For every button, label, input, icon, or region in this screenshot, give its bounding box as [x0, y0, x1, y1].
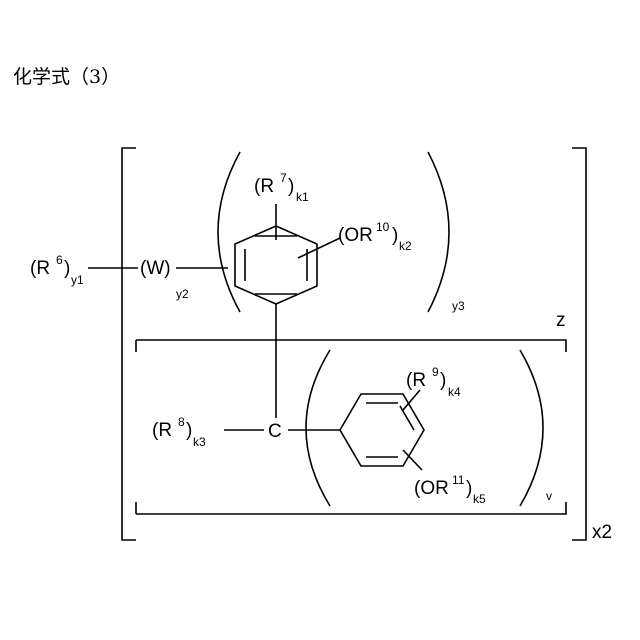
- or11-close: ): [466, 478, 472, 499]
- r8-label: (R: [152, 420, 172, 441]
- r7-label: (R: [254, 176, 274, 197]
- r7-sub: k1: [296, 190, 309, 204]
- r9-sub: k4: [448, 385, 461, 399]
- w-label: (W): [140, 258, 171, 279]
- r8-close: ): [186, 420, 192, 441]
- r8-sub: k3: [193, 435, 206, 449]
- inner-bracket-top: [136, 340, 566, 352]
- top-paren-right: [428, 152, 449, 312]
- r7-close: ): [288, 176, 294, 197]
- bottom-paren-left: [306, 350, 330, 506]
- top-paren-left: [218, 152, 240, 312]
- or10-sub: k2: [399, 239, 412, 253]
- r6-label: (R: [30, 258, 50, 279]
- outer-bracket-left: [122, 148, 136, 540]
- or11-label: (OR: [414, 478, 449, 499]
- bond-or10: [298, 238, 340, 258]
- r6-sub: y1: [71, 273, 84, 287]
- or11-sub: k5: [473, 492, 486, 506]
- z-label: z: [556, 310, 566, 331]
- r6-close: ): [64, 258, 70, 279]
- x2-label: x2: [592, 522, 612, 543]
- v-label: v: [546, 489, 552, 503]
- or10-sup: 10: [376, 220, 390, 234]
- r9-label: (R: [406, 370, 426, 391]
- inner-bracket-bottom: [136, 502, 566, 514]
- outer-bracket-right: [572, 148, 586, 540]
- r9-close: ): [440, 370, 446, 391]
- r6-sup: 6: [56, 253, 63, 267]
- bottom-paren-right: [520, 350, 543, 506]
- r9-sup: 9: [432, 365, 439, 379]
- r8-sup: 8: [178, 415, 185, 429]
- r7-sup: 7: [280, 171, 287, 185]
- or10-close: ): [392, 225, 398, 246]
- bottom-benzene-ring: [340, 394, 424, 466]
- or10-label: (OR: [338, 225, 373, 246]
- w-sub: y2: [176, 287, 189, 301]
- carbon-label: C: [268, 421, 282, 442]
- or11-sup: 11: [452, 473, 465, 487]
- y3-label: y3: [452, 299, 465, 313]
